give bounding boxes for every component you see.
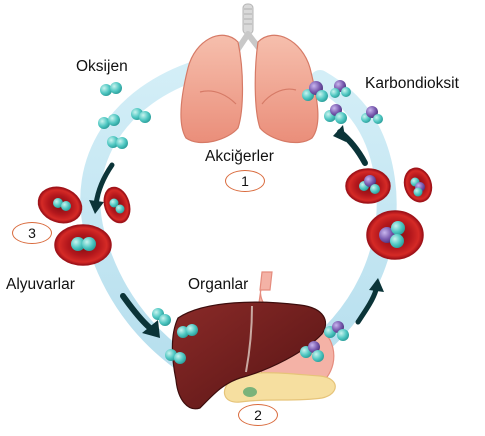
lungs-icon	[180, 3, 319, 143]
lungs-label: Akciğerler	[205, 148, 274, 165]
blood-cells-label: Alyuvarlar	[6, 276, 75, 293]
flow-arrow-icon	[89, 125, 384, 338]
oxygen-label: Oksijen	[76, 58, 128, 75]
step-number-1: 1	[225, 170, 265, 192]
step-number-2: 2	[238, 404, 278, 426]
carbon-dioxide-label: Karbondioksit	[365, 75, 459, 92]
liver-icon	[171, 301, 327, 410]
organs-label: Organlar	[188, 276, 249, 293]
step-number-3: 3	[12, 222, 52, 244]
carbon-dioxide-molecule-icon	[300, 80, 425, 362]
oxygen-molecule-icon	[53, 82, 198, 364]
